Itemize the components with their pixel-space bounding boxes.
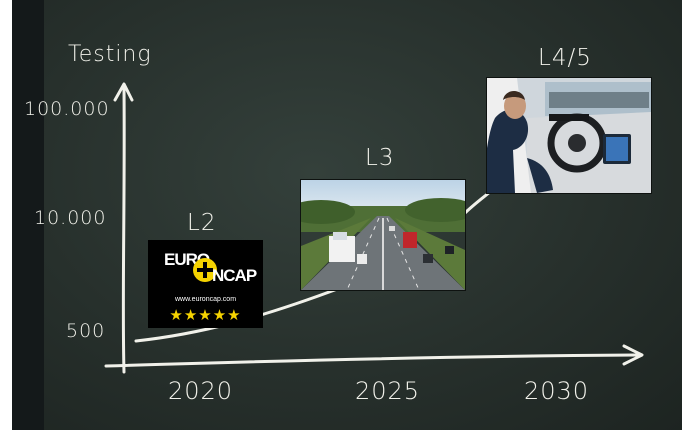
- x-tick-label: 2025: [355, 377, 421, 405]
- x-axis-arrowhead: [622, 344, 644, 366]
- logo-text-ncap: NCAP: [212, 266, 257, 285]
- y-tick-label: 500: [66, 320, 106, 342]
- x-axis-line: [104, 353, 642, 368]
- y-axis-arrowhead: [113, 82, 134, 102]
- y-tick-label: 10.000: [34, 207, 107, 229]
- x-tick-label: 2030: [524, 377, 590, 405]
- growth-curve-segment-2: [462, 190, 492, 216]
- level-label-l2: L2: [187, 210, 217, 236]
- y-tick-label: 100.000: [24, 98, 110, 120]
- ncap-plus-icon: [193, 258, 217, 282]
- x-tick-label: 2020: [168, 377, 234, 405]
- y-axis-title: Testing: [68, 42, 152, 67]
- y-axis-line: [121, 86, 126, 374]
- level-label-l45: L4/5: [538, 45, 592, 71]
- euro-ncap-logo: EURO NCAP www.euroncap.com ★★★★★: [148, 240, 263, 328]
- highway-traffic-photo: [300, 179, 466, 291]
- chalkboard-frame-edge: [12, 0, 44, 430]
- five-star-rating: ★★★★★: [169, 306, 242, 324]
- autonomous-car-interior-photo: [486, 77, 652, 194]
- level-label-l3: L3: [365, 145, 395, 171]
- logo-url: www.euroncap.com: [174, 296, 237, 303]
